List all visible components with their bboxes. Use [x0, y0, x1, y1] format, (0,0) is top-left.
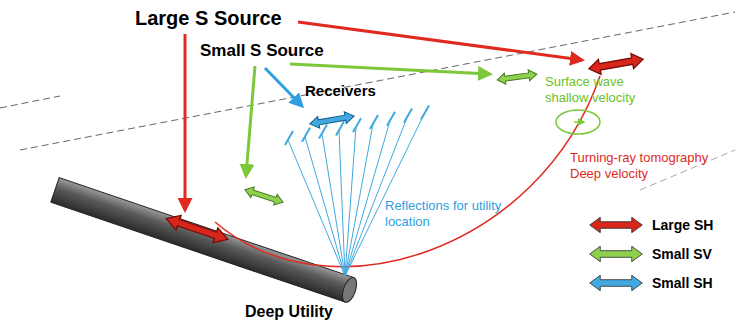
large-source-rays	[185, 22, 582, 210]
source-label: Small S Source	[200, 41, 324, 61]
utility-label: Deep Utility	[245, 302, 333, 321]
surface-wave-orbit	[556, 110, 600, 134]
receiver	[285, 131, 293, 145]
receiver	[302, 128, 310, 142]
source-label: Large S Source	[135, 6, 282, 30]
receiver	[370, 115, 378, 129]
legend-text: Small SV	[652, 246, 712, 262]
legend-row: Large SH	[588, 216, 713, 234]
ground-plane	[0, 12, 735, 190]
receiver-label: Receivers	[305, 82, 376, 100]
legend-swatch-box	[588, 216, 644, 234]
wave-note: Reflections for utility location	[385, 198, 525, 229]
reflection-ray	[345, 114, 424, 276]
utility-pipe	[51, 178, 360, 304]
legend-text: Small SH	[652, 275, 713, 291]
turning-ray	[215, 76, 600, 267]
legend-swatch	[590, 217, 643, 232]
reflection-ray	[288, 140, 345, 276]
reflection-ray	[345, 124, 373, 276]
wave-note: Turning-ray tomography Deep velocity	[570, 150, 728, 181]
reflection-ray	[345, 118, 407, 276]
legend-swatch-box	[588, 274, 644, 292]
receiver	[404, 109, 412, 123]
legend-swatch	[590, 246, 643, 261]
wave-note: Surface wave shallow velocity	[545, 74, 645, 105]
legend-row: Small SV	[588, 245, 712, 263]
legend-text: Large SH	[652, 217, 713, 233]
particle-motion	[164, 52, 645, 247]
reflection-ray	[305, 137, 345, 276]
receiver	[353, 118, 361, 132]
reflection-ray	[339, 130, 345, 276]
receiver	[319, 125, 327, 139]
receiver	[421, 105, 429, 119]
legend-row: Small SH	[588, 274, 713, 292]
reflection-ray	[345, 127, 356, 276]
reflection-ray	[322, 134, 345, 276]
receiver	[387, 112, 395, 126]
small-source-rays	[246, 64, 490, 176]
legend-swatch	[590, 275, 643, 290]
receiver	[336, 121, 344, 135]
receiver-array	[285, 105, 429, 276]
legend-swatch-box	[588, 245, 644, 263]
